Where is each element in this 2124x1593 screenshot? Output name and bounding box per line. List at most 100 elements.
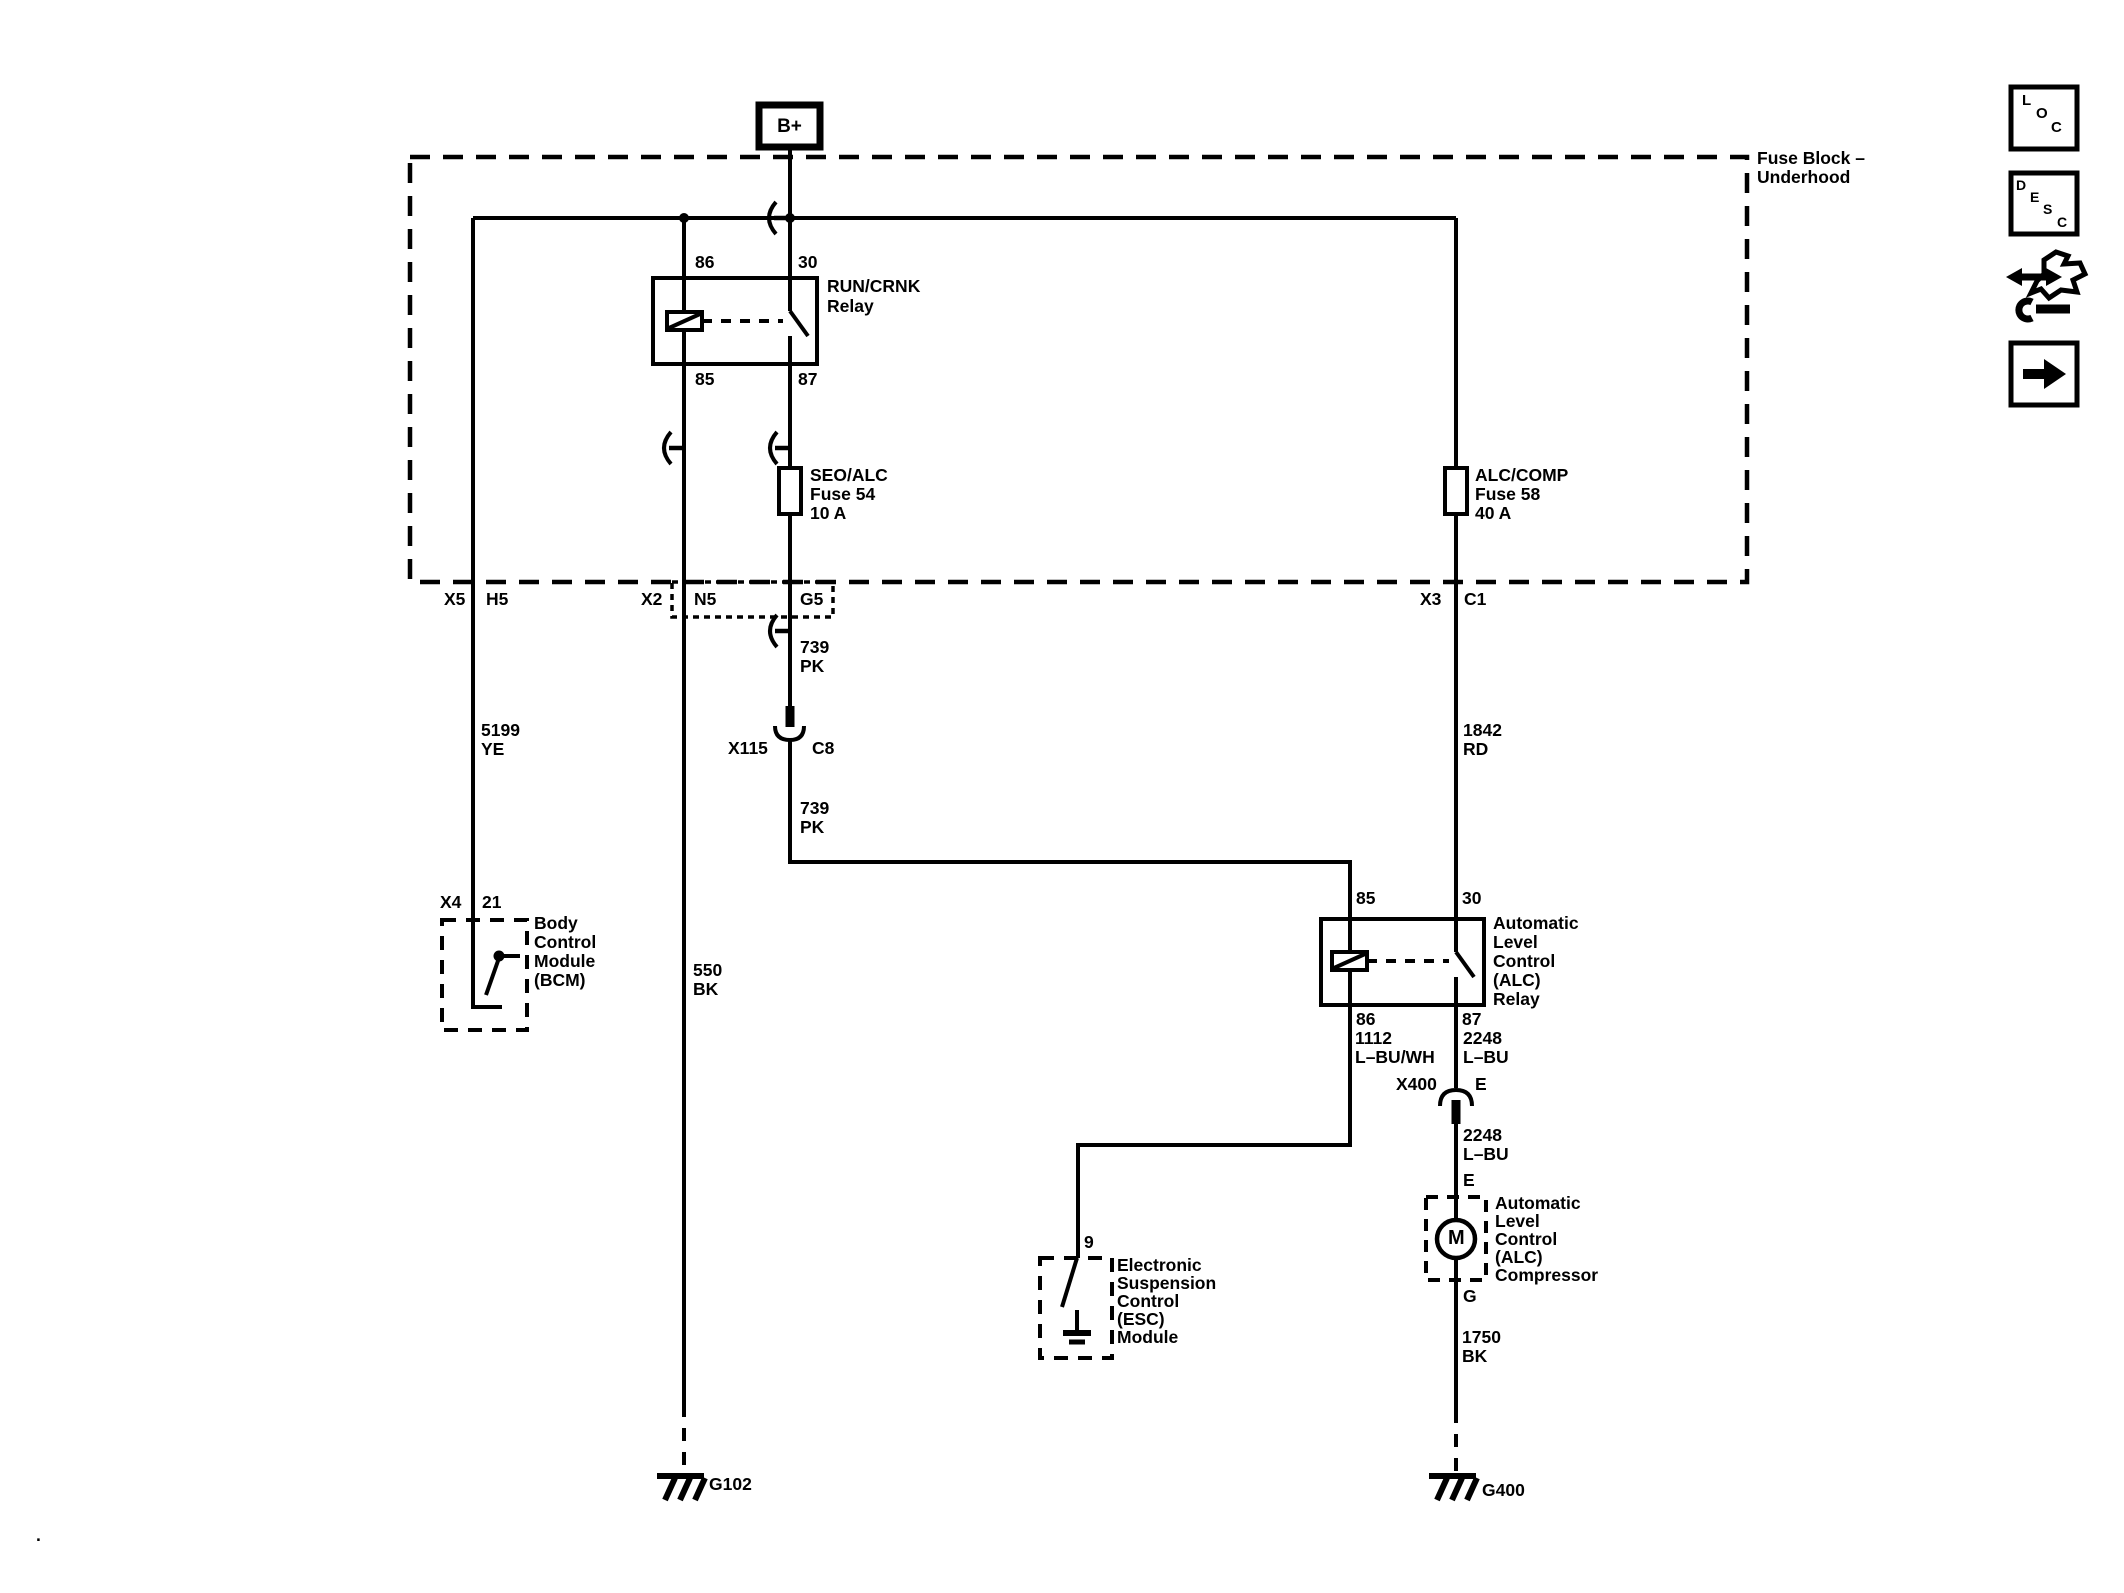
wire-1112-lbuwh — [1076, 1005, 1352, 1258]
wire-2248-lbu — [1438, 1005, 1474, 1472]
fuse-54-symbol — [777, 466, 803, 516]
connector-x4: X4 — [440, 892, 462, 912]
wire-5199-ye-label: 5199 YE — [481, 721, 520, 759]
terminal-g: G — [1463, 1286, 1477, 1306]
motor-m-label: M — [1448, 1227, 1465, 1249]
fuse58-number: Fuse 58 — [1475, 484, 1541, 504]
wire-550-bk-label: 550 BK — [693, 961, 722, 999]
connector-x5: X5 — [444, 589, 466, 609]
wire-number: 1112 — [1355, 1028, 1392, 1048]
bcm-name-line4: (BCM) — [534, 970, 586, 990]
stray-dot: . — [36, 1525, 41, 1545]
loc-button[interactable] — [2008, 84, 2080, 152]
wire-color: PK — [800, 656, 825, 676]
wire-color: L–BU — [1463, 1144, 1509, 1164]
alcrelay-pin-30: 30 — [1462, 888, 1482, 908]
wire-color: L–BU/WH — [1355, 1047, 1435, 1067]
wire-color: L–BU — [1463, 1047, 1509, 1067]
fuse-block-name: Fuse Block – Underhood — [1757, 149, 1865, 187]
wire-color: PK — [800, 817, 825, 837]
wire-color: RD — [1463, 739, 1489, 759]
desc-letter-d: D — [2016, 177, 2027, 193]
ground-g400-label: G400 — [1482, 1480, 1525, 1500]
ground-g102-label: G102 — [709, 1474, 752, 1494]
wire-number: 739 — [800, 798, 830, 818]
runcrnk-relay-name: RUN/CRNK Relay — [827, 276, 920, 316]
loc-letter-l: L — [2022, 92, 2032, 109]
alc-relay-name-line4: (ALC) — [1493, 970, 1541, 990]
connector-x115: X115 — [728, 738, 768, 758]
esc-module-name: Electronic Suspension Control (ESC) Modu… — [1117, 1256, 1216, 1346]
alc-relay-name-line5: Relay — [1493, 989, 1540, 1009]
esc-name-line5: Module — [1117, 1327, 1179, 1347]
alc-relay-name-line3: Control — [1493, 951, 1556, 971]
terminal-h5: H5 — [486, 589, 509, 609]
terminal-9: 9 — [1084, 1232, 1094, 1252]
terminal-c8: C8 — [812, 738, 835, 758]
desc-letter-c: C — [2057, 214, 2068, 230]
wire-2248-lower-label: 2248 L–BU — [1463, 1126, 1509, 1164]
fuse-54-label: SEO/ALC Fuse 54 10 A — [810, 466, 888, 523]
alc-relay-name-line2: Level — [1493, 932, 1538, 952]
wire-1750-bk-label: 1750 BK — [1462, 1328, 1501, 1366]
fuse54-circuit: SEO/ALC — [810, 465, 888, 485]
alc-compressor-symbol — [1424, 1195, 1488, 1282]
terminal-e-compressor: E — [1463, 1170, 1475, 1190]
wire-number: 1750 — [1462, 1327, 1501, 1347]
runcrnk-pin-87: 87 — [798, 369, 818, 389]
wire-number: 2248 — [1463, 1125, 1502, 1145]
bcm-name-line3: Module — [534, 951, 596, 971]
runcrnk-name-line2: Relay — [827, 296, 874, 316]
wire-color: YE — [481, 739, 505, 759]
runcrnk-pin-30: 30 — [798, 252, 818, 272]
run-crnk-relay-symbol — [651, 276, 819, 366]
runcrnk-pin-86: 86 — [695, 252, 715, 272]
esc-name-line4: (ESC) — [1117, 1309, 1165, 1329]
terminal-21: 21 — [482, 892, 502, 912]
compressor-name-line2: Level — [1495, 1211, 1540, 1231]
compressor-name-line3: Control — [1495, 1229, 1558, 1249]
compressor-name-line5: Compressor — [1495, 1265, 1599, 1285]
alc-compressor-name: Automatic Level Control (ALC) Compressor — [1495, 1194, 1598, 1284]
alcrelay-pin-85: 85 — [1356, 888, 1376, 908]
terminal-g5: G5 — [800, 589, 824, 609]
alc-relay-name: Automatic Level Control (ALC) Relay — [1493, 914, 1579, 1009]
esc-name-line1: Electronic — [1117, 1255, 1202, 1275]
bcm-name-line1: Body — [534, 913, 578, 933]
esc-name-line2: Suspension — [1117, 1273, 1217, 1293]
terminal-c1: C1 — [1464, 589, 1487, 609]
terminal-n5: N5 — [694, 589, 717, 609]
wire-number: 550 — [693, 960, 723, 980]
wire-number: 1842 — [1463, 720, 1502, 740]
compressor-name-line4: (ALC) — [1495, 1247, 1543, 1267]
bcm-name: Body Control Module (BCM) — [534, 914, 596, 990]
wire-number: 2248 — [1463, 1028, 1502, 1048]
bcm-name-line2: Control — [534, 932, 597, 952]
runcrnk-name-line1: RUN/CRNK — [827, 276, 921, 296]
connector-x3: X3 — [1420, 589, 1442, 609]
fuse58-rating: 40 A — [1475, 503, 1512, 523]
desc-letter-e: E — [2030, 189, 2040, 205]
battery-positive-label: B+ — [777, 115, 802, 137]
desc-button[interactable] — [2008, 170, 2080, 237]
x2-connector-box — [670, 580, 835, 619]
next-page-button[interactable] — [2008, 340, 2080, 408]
loc-letter-o: O — [2036, 105, 2048, 122]
runcrnk-pin-85: 85 — [695, 369, 715, 389]
esc-name-line3: Control — [1117, 1291, 1180, 1311]
repair-swap-icon[interactable] — [2006, 249, 2089, 323]
wire-1112-label: 1112 L–BU/WH — [1355, 1029, 1435, 1067]
fuse-block-underhood-box — [407, 154, 1750, 585]
desc-letter-s: S — [2043, 201, 2053, 217]
fuse-block-name-line2: Underhood — [1757, 167, 1851, 187]
alcrelay-pin-87: 87 — [1462, 1009, 1482, 1029]
wire-number: 5199 — [481, 720, 520, 740]
fuse54-rating: 10 A — [810, 503, 847, 523]
compressor-name-line1: Automatic — [1495, 1193, 1581, 1213]
connector-x2: X2 — [641, 589, 663, 609]
battery-feed-wires — [473, 147, 1456, 223]
alc-relay-symbol — [1319, 917, 1486, 1007]
fuse-58-symbol — [1443, 466, 1469, 516]
